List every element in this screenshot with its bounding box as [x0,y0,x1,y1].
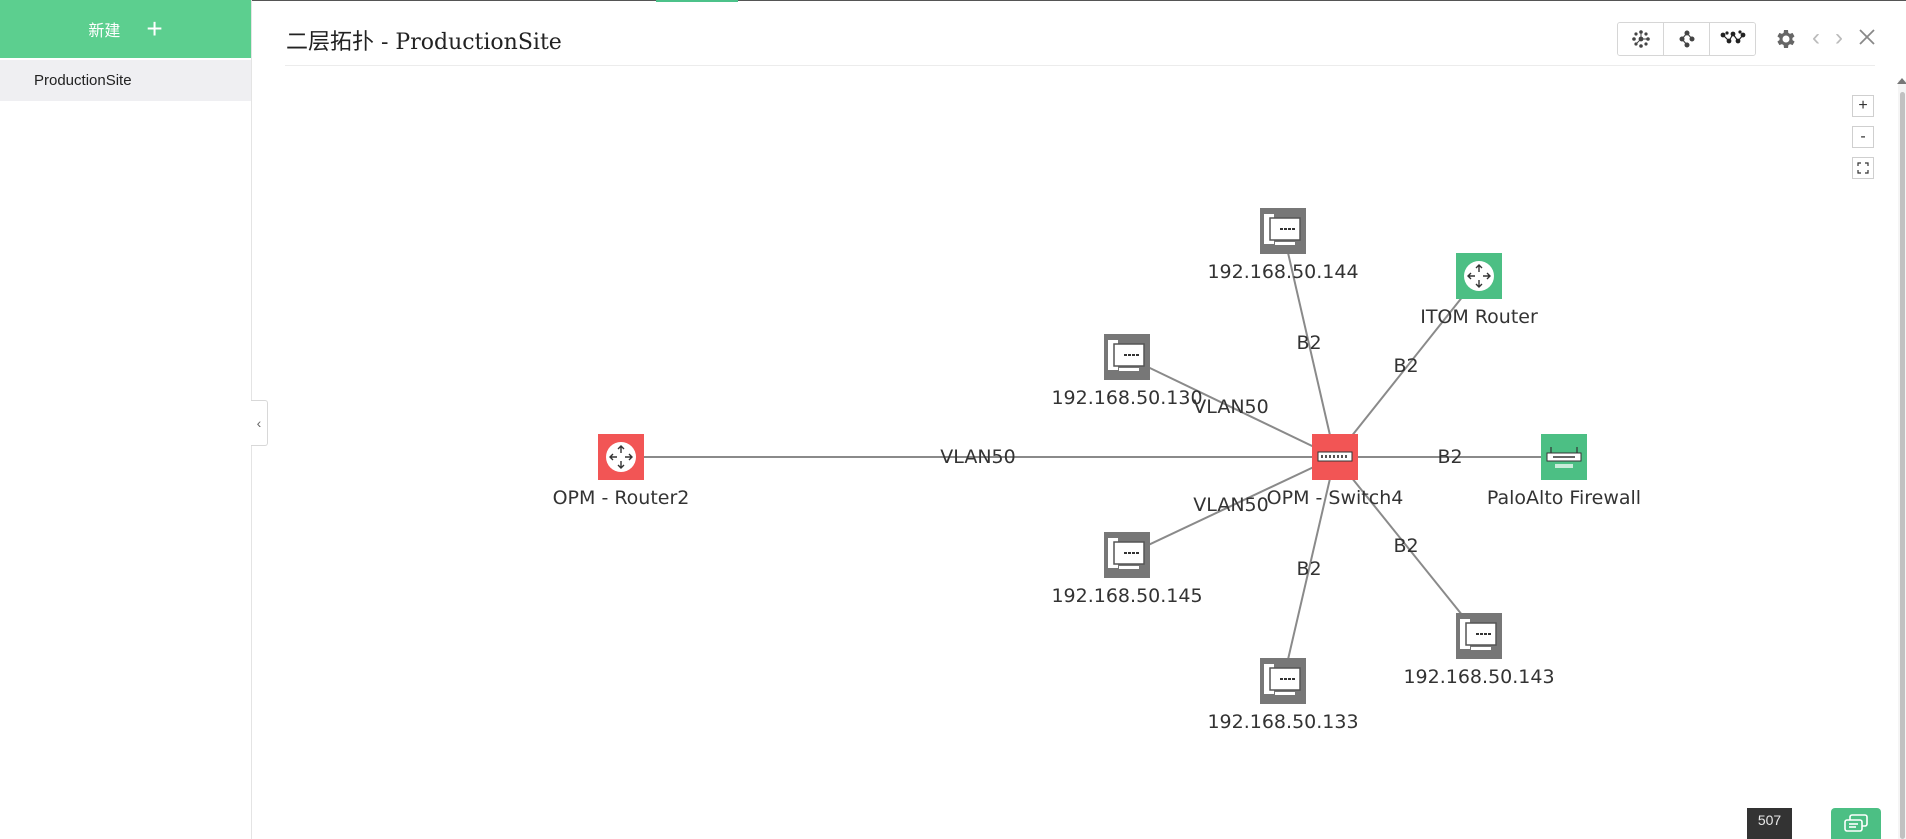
node-label[interactable]: OPM - Router2 [553,487,690,509]
switch-glyph [1317,451,1353,462]
scroll-up-arrow[interactable] [1897,78,1906,84]
new-button-label: 新建 [88,23,121,40]
alarm-count-badge[interactable]: 507 [1747,808,1792,839]
link-label: VLAN50 [1193,396,1268,418]
node-h143[interactable] [1456,613,1502,659]
chevron-left-icon: ‹ [256,415,262,431]
zoom-out-label: - [1860,128,1866,145]
server-glyph [1107,339,1145,372]
link-label: VLAN50 [1193,494,1268,516]
cluster-layout-button[interactable] [1710,23,1755,55]
link-h144-switch4[interactable] [1282,230,1336,458]
node-label[interactable]: ITOM Router [1420,306,1538,328]
link-label: VLAN50 [940,446,1015,468]
chat-icon [1844,813,1868,832]
hierarchy-layout-button[interactable] [1664,23,1710,55]
top-border [0,0,1906,1]
link-itom-switch4[interactable] [1334,275,1480,458]
link-h130-switch4[interactable] [1126,356,1336,458]
hierarchy-layout-icon [1679,30,1694,48]
scrollbar-thumb[interactable] [1900,92,1905,839]
fit-screen-icon [1857,162,1869,174]
node-h144[interactable] [1260,208,1306,254]
node-router2[interactable] [598,434,644,480]
node-label[interactable]: 192.168.50.145 [1051,585,1202,607]
cluster-layout-icon [1720,30,1745,44]
chevron-left-icon[interactable]: ‹ [1812,24,1820,51]
header-divider [285,65,1875,66]
link-label: B2 [1296,558,1321,580]
link-label: B2 [1296,332,1321,354]
node-label[interactable]: 192.168.50.133 [1207,711,1358,733]
server-glyph [1107,537,1145,570]
zoom-out-button[interactable]: - [1852,126,1874,148]
sidebar-item-label: ProductionSite [34,72,132,89]
node-paloalto[interactable] [1541,434,1587,480]
radial-layout-icon [1631,30,1650,48]
new-button[interactable]: 新建 + [0,0,251,58]
node-h130[interactable] [1104,334,1150,380]
close-icon[interactable] [1856,26,1878,48]
node-label[interactable]: 192.168.50.144 [1207,261,1358,283]
sidebar-item-productionsite[interactable]: ProductionSite [0,60,251,101]
gear-icon[interactable] [1773,27,1797,51]
nodes-layer: OPM - Router2 OPM - Switch4 ITOM RouterPal… [553,208,1641,733]
node-label[interactable]: PaloAlto Firewall [1487,487,1641,509]
link-label: B2 [1393,535,1418,557]
collapse-sidebar-button[interactable]: ‹ [251,400,268,446]
active-tab-indicator [656,0,738,2]
server-glyph [1263,663,1301,696]
server-glyph [1263,213,1301,246]
sidebar: 新建 + ProductionSite [0,0,252,839]
node-switch4[interactable] [1312,434,1358,480]
router-glyph [1463,260,1495,292]
link-label: B2 [1393,355,1418,377]
router-glyph [605,441,637,473]
node-label[interactable]: OPM - Switch4 [1267,487,1404,509]
server-glyph [1459,618,1497,651]
node-h133[interactable] [1260,658,1306,704]
zoom-in-label: + [1858,97,1868,114]
radial-layout-button[interactable] [1618,23,1664,55]
node-label[interactable]: 192.168.50.143 [1403,666,1554,688]
link-label: B2 [1437,446,1462,468]
chat-button[interactable] [1831,808,1881,839]
link-h143-switch4[interactable] [1334,456,1480,637]
node-label[interactable]: 192.168.50.130 [1051,387,1202,409]
page-title: 二层拓扑 - ProductionSite [286,30,562,55]
plus-icon: + [146,13,163,44]
link-h133-switch4[interactable] [1282,456,1336,682]
node-itom[interactable] [1456,253,1502,299]
layout-toggle-group [1617,22,1756,56]
link-h145-switch4[interactable] [1126,456,1336,556]
chevron-right-icon[interactable]: › [1835,24,1843,51]
fit-screen-button[interactable] [1852,157,1874,179]
node-h145[interactable] [1104,532,1150,578]
alarm-count: 507 [1757,812,1782,828]
zoom-in-button[interactable]: + [1852,95,1874,117]
